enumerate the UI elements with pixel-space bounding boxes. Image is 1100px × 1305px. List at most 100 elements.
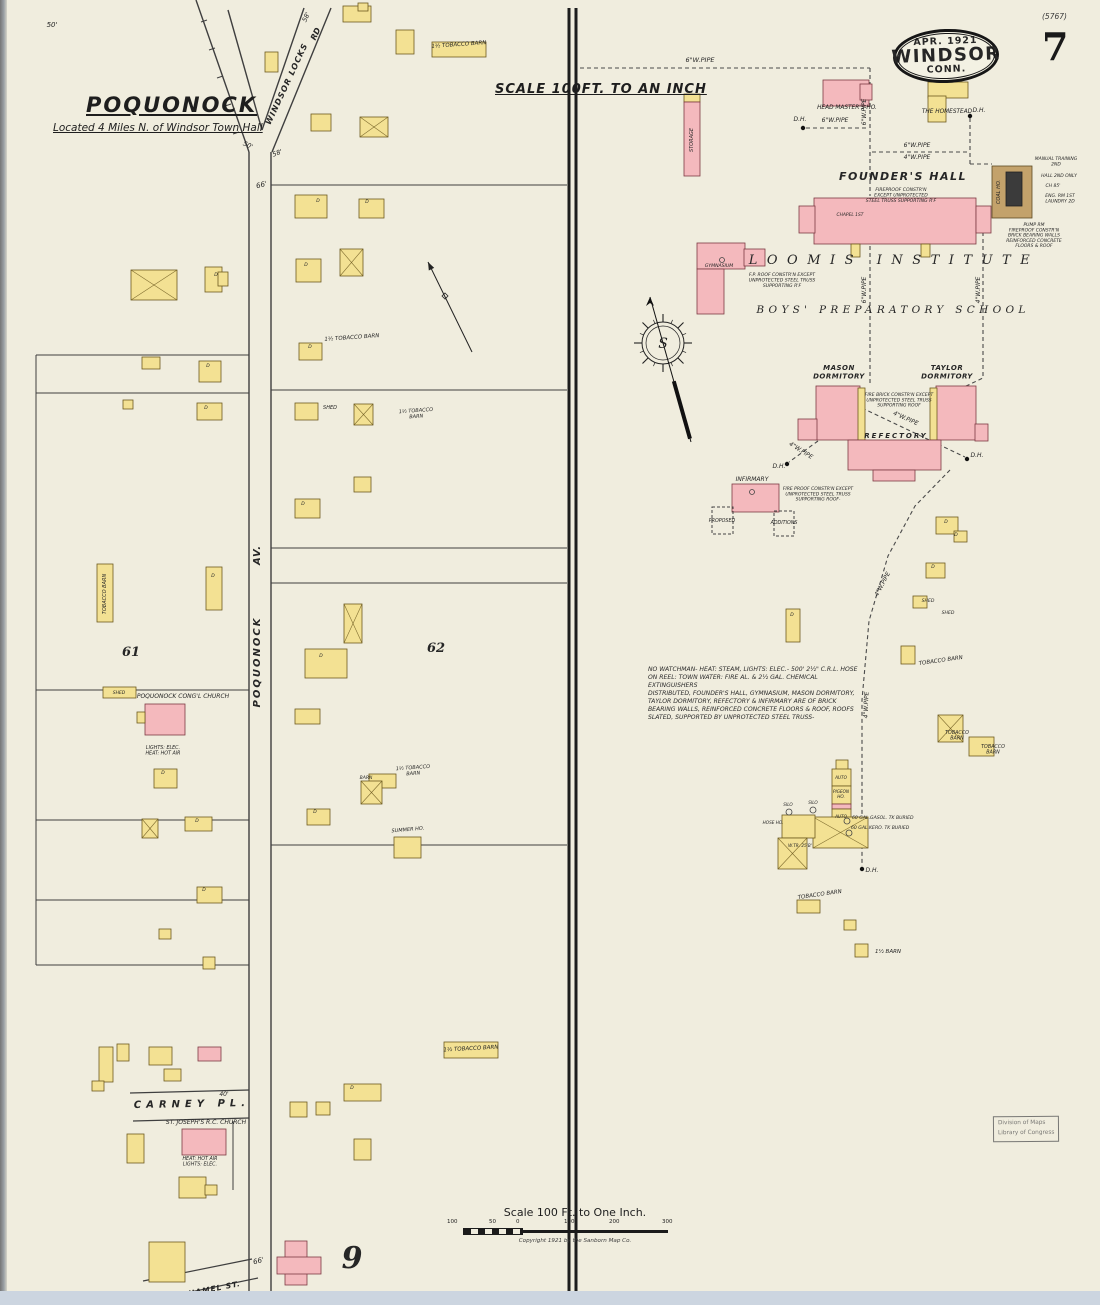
map-label: 6"W.PIPE [822,117,849,124]
map-label: D [161,770,165,776]
map-label: THE HOMESTEAD [922,109,973,115]
water-pipe-line [861,469,951,866]
scale-tick: 100 [447,1219,458,1225]
map-label: D.H. [794,116,807,123]
map-label: 50' [47,21,58,29]
building-brace [130,269,178,301]
scale-tick: 200 [609,1219,620,1225]
building [276,1256,322,1275]
building [294,194,328,219]
map-label: LIGHTS: ELEC.HEAT: HOT AIR [145,745,180,757]
map-label: GYMNASIUM [705,263,734,269]
building [847,439,942,471]
street-line [129,1089,250,1094]
compass-spoke [670,319,673,324]
building-brace [343,603,363,644]
map-label: 6"W.PIPE [904,142,931,149]
building [927,95,947,123]
building [306,808,331,826]
map-label: SHED [323,405,337,411]
building [98,1046,114,1083]
map-label: D [350,1085,354,1091]
scale-bar-ticks: 100 50 0 100 200 300 [430,1219,720,1227]
map-label: 4"W.PIPE [975,276,982,303]
compass-needle-north [646,297,654,306]
compass-needle-south [671,380,692,440]
map-label: D.H. [866,867,879,874]
map-label: BARN [360,775,373,781]
map-label: 9 [342,1241,363,1276]
compass-spoke [682,350,687,353]
map-label: 6"W.PIPE [686,56,716,64]
building [850,243,861,258]
map-label: W.TR. 25'B' [788,843,812,848]
building [102,686,137,699]
map-label: SUMMER HO. [391,826,424,835]
street-line [227,9,263,131]
building [91,1080,105,1092]
map-label: 1½ TOBACCO BARN [324,332,379,343]
building [196,886,223,904]
building [935,516,959,535]
building [294,498,321,519]
proposed-addition-outline [711,506,734,535]
building [141,356,161,370]
map-label: LOOMIS INSTITUTE [748,253,1039,268]
building [184,816,213,832]
map-label: 6"W.PIPE [861,98,868,125]
street-line [224,103,232,107]
map-label: TOBACCO BARN [797,889,842,901]
scale-tick: 300 [662,1219,673,1225]
building [395,29,415,55]
building [295,258,322,283]
map-label: 60 GAL.GASOL. TK BURIED [852,815,914,821]
hydrant-marker [964,456,970,462]
map-label: TOBACCO BARN [918,655,963,667]
building [920,243,931,258]
map-label: PROPOSED [709,518,736,524]
map-label: D [954,532,958,538]
map-label: POQUONOCK [252,617,263,708]
hydrant-marker [967,113,973,119]
compass-spoke [677,322,684,329]
building-brace [339,248,364,277]
date-stamp-inner-ring [896,31,996,81]
north-arrow-diamond [441,292,449,300]
map-title: POQUONOCK [86,93,258,117]
building [178,1176,207,1199]
map-label: CARNEY PL. [134,1098,250,1111]
building [431,41,487,58]
building [815,385,861,441]
building [289,1101,308,1118]
building [310,113,332,132]
compass-ring-inner [645,325,681,361]
building [912,595,928,609]
building [181,1128,227,1156]
building [96,563,114,623]
map-label: SILO [783,802,793,807]
scale-bar-checker [463,1228,523,1235]
map-label: 1½ TOBACCOBARN [396,763,431,778]
building [358,198,385,219]
map-label: D [365,199,369,205]
compass-spoke [682,333,687,336]
building [731,483,780,513]
map-label: ADDITIONS [770,520,798,526]
map-label: D.H. [773,463,786,470]
map-label: 4"W.PIPE [873,571,892,598]
scale-tick: 0 [516,1219,520,1225]
tank-circle [845,829,853,837]
map-label: D [316,198,320,204]
building [831,803,852,810]
map-label: 6"W.PIPE [861,276,868,303]
proposed-addition-outline [773,510,795,537]
scale-bar-rule [430,1227,720,1235]
building-brace [359,116,389,138]
map-label: CHAPEL 1ST [837,212,864,218]
map-label: HEAD MASTER'S HO. [817,105,877,111]
loc-stamp-line2: Library of Congress [998,1129,1055,1137]
